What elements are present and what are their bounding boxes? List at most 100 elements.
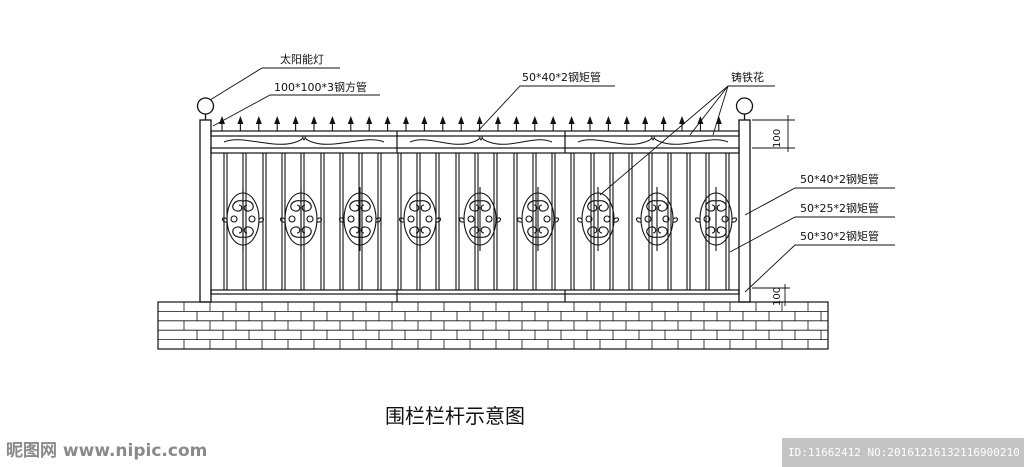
flower-bud	[425, 215, 433, 223]
flower-curl	[232, 226, 244, 238]
flower-bud	[306, 215, 314, 223]
scroll-ornament	[577, 136, 729, 145]
flower-side-curl	[458, 217, 502, 223]
cast-iron-flower	[398, 187, 442, 251]
label-rect-pipe-c: 50*30*2钢矩管	[800, 229, 879, 243]
right-post	[738, 119, 751, 303]
leader-top-rect-pipe	[477, 85, 615, 132]
spear-tip	[495, 116, 501, 124]
flower-bud	[525, 215, 533, 223]
flower-curl	[290, 200, 302, 212]
flower-bud	[485, 215, 493, 223]
cast-iron-flower	[576, 187, 620, 251]
label-solar-lamp: 太阳能灯	[280, 52, 324, 66]
spear-tip	[292, 116, 299, 124]
left-post-lamp	[196, 97, 215, 115]
flower-bud	[662, 215, 670, 223]
dim-top-height: 100	[772, 129, 783, 148]
spear-tip	[513, 116, 520, 124]
flower-bud	[703, 215, 711, 223]
flower-curl	[646, 200, 658, 212]
spear-tip	[255, 116, 262, 124]
dimension-marks	[752, 115, 795, 306]
flower-bud	[467, 215, 475, 223]
flower-curl	[656, 226, 668, 238]
spear-tip	[642, 116, 649, 124]
flower-side-curl	[516, 217, 560, 223]
cast-iron-flower	[458, 187, 502, 251]
flower-curl	[479, 226, 491, 238]
leader-lines	[209, 67, 895, 293]
flower-bud	[248, 215, 256, 223]
flower-bud	[543, 215, 551, 223]
flower-side-curl	[576, 217, 620, 223]
flower-curl	[409, 200, 421, 212]
flower-side-curl	[279, 217, 323, 223]
spear-tip	[403, 116, 409, 124]
spear-tip	[237, 116, 244, 124]
flower-curl	[646, 226, 658, 238]
flower-side-curl	[338, 217, 382, 223]
flower-side-curl	[221, 217, 265, 223]
leader-flower-1	[599, 85, 729, 196]
left-post	[199, 119, 212, 303]
label-cast-iron-flower: 铸铁花	[731, 70, 764, 84]
spear-tip	[421, 116, 428, 124]
fence-posts	[196, 97, 754, 303]
flower-curl	[537, 226, 549, 238]
flower-curl	[359, 200, 371, 212]
dim-bottom-height: 100	[772, 287, 783, 306]
flower-curl	[349, 226, 361, 238]
flower-curl	[419, 200, 431, 212]
leader-square-pipe	[212, 94, 380, 127]
spear-tip	[329, 116, 336, 124]
watermark-brand: 昵图网 www.nipic.com	[6, 441, 207, 461]
flower-curl	[469, 226, 481, 238]
label-top-rect-pipe: 50*40*2钢矩管	[522, 70, 601, 84]
label-rect-pipe-b: 50*25*2钢矩管	[800, 201, 879, 215]
flower-bud	[721, 215, 729, 223]
flower-side-curl	[398, 217, 442, 223]
flower-curl	[656, 200, 668, 212]
leader-rect-pipe-a	[744, 187, 895, 216]
watermark-id-bg	[782, 438, 1024, 467]
scroll-ornament	[223, 136, 385, 145]
bottom-rail	[210, 289, 740, 295]
flower-side-curl	[635, 217, 679, 223]
flower-curl	[290, 226, 302, 238]
cast-iron-flower	[221, 187, 265, 251]
flower-curl	[349, 200, 361, 212]
flower-curl	[597, 200, 609, 212]
flower-curl	[359, 226, 371, 238]
leader-flower-2	[689, 85, 729, 136]
spear-tip	[311, 116, 317, 124]
flower-bud	[603, 215, 611, 223]
flower-bud	[288, 215, 296, 223]
cast-iron-flower	[516, 187, 560, 251]
flower-curl	[300, 200, 312, 212]
spear-tips	[219, 116, 722, 131]
leader-rect-pipe-c	[744, 244, 895, 293]
top-rail	[210, 130, 740, 137]
spear-tip	[623, 116, 630, 124]
flower-curl	[537, 200, 549, 212]
brick-wall	[157, 301, 829, 350]
flower-curl	[409, 226, 421, 238]
spear-tip	[366, 116, 373, 124]
flower-curl	[479, 200, 491, 212]
flower-bud	[347, 215, 355, 223]
spear-tip	[550, 116, 557, 124]
flower-bud	[407, 215, 415, 223]
flower-curl	[242, 200, 254, 212]
cast-iron-flower	[694, 187, 738, 251]
flower-curl	[419, 226, 431, 238]
spear-tip	[347, 116, 354, 124]
spear-tip	[476, 116, 483, 124]
flower-curl	[527, 200, 539, 212]
upper-rail	[210, 147, 740, 154]
cast-iron-flower	[338, 187, 382, 251]
leader-solar-lamp	[209, 67, 340, 101]
top-scroll-ornaments	[223, 136, 729, 145]
flower-bud	[230, 215, 238, 223]
